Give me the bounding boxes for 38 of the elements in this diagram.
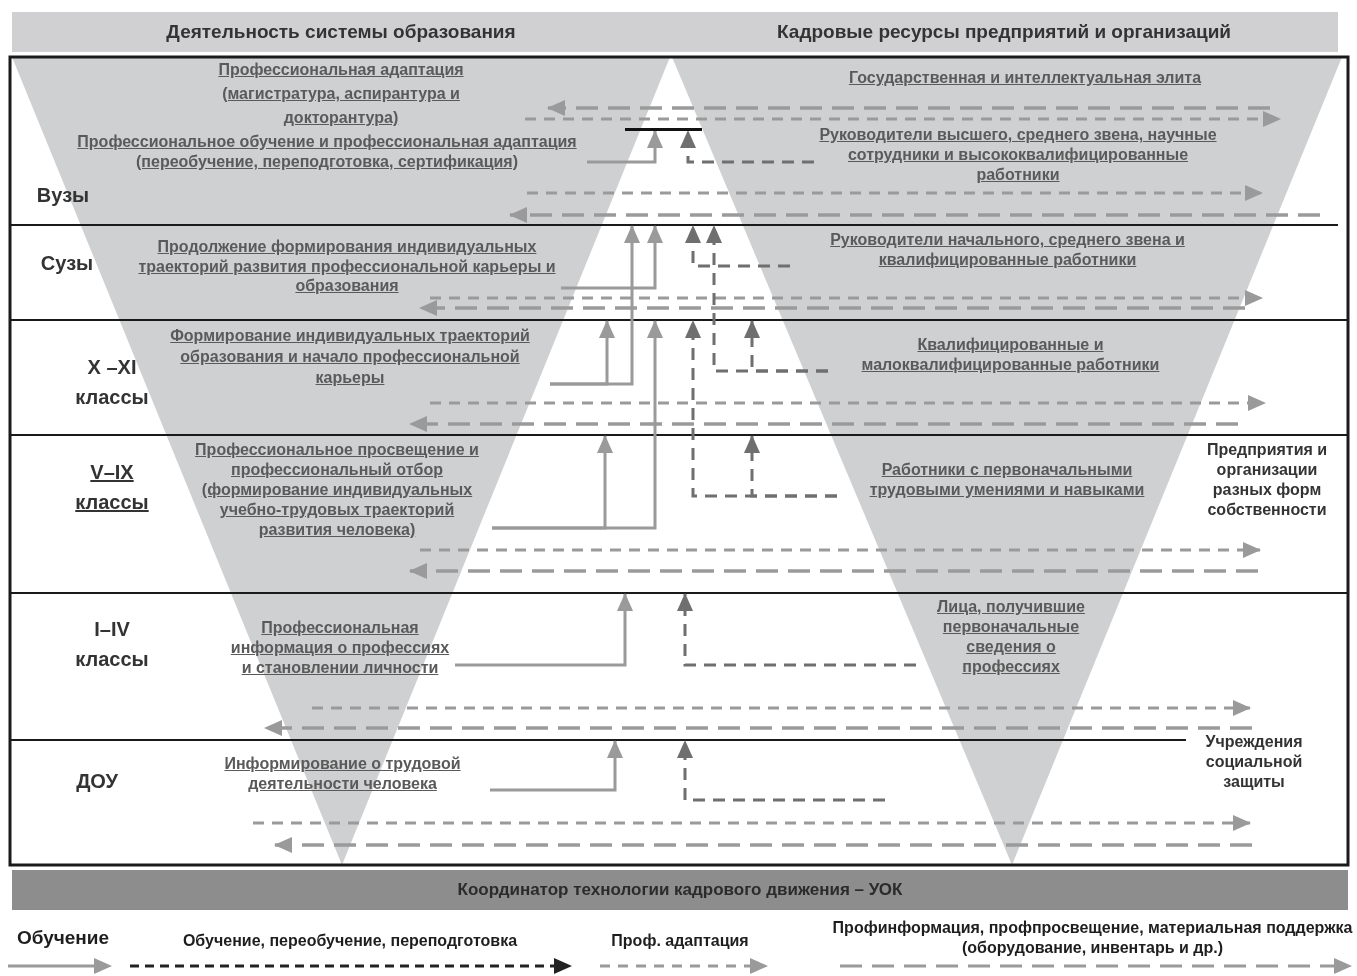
arrow — [455, 593, 633, 667]
column-header: Деятельность системы образования — [12, 12, 670, 52]
level-label: I–IV классы — [74, 617, 150, 672]
level-label: Вузы — [35, 183, 91, 208]
legend-text: Обучение — [15, 928, 111, 948]
arrow — [677, 593, 916, 667]
stage-text: Государственная и интеллектуальная элита — [785, 67, 1265, 89]
arrow — [685, 225, 790, 268]
level-label: ДОУ — [75, 769, 119, 794]
stage-text: Профессиональное обучение и профессиональная адаптация (переобучение, переподготовка, сертификация) — [67, 132, 587, 172]
arrow — [744, 320, 828, 373]
stage-text: Руководители начального, среднего звена и квалифицированные работники — [790, 230, 1225, 270]
arrow — [587, 130, 663, 164]
arrow — [680, 130, 814, 164]
legend-text: Проф. адаптация — [610, 931, 750, 951]
arrow — [490, 740, 623, 792]
stage-text: Информирование о трудовой деятельности человека — [195, 754, 490, 794]
stage-text: Руководители высшего, среднего звена, научные сотрудники и высококвалифицированные работники — [814, 125, 1222, 185]
stage-text: Профессиональная адаптация (магистратура, аспирантура и докторантура) — [196, 58, 486, 130]
level-label: X –XI классы — [74, 355, 150, 410]
coordinator-band: Координатор технологии кадрового движения – УОК — [12, 870, 1348, 910]
stage-text: Профессиональная информация о профессиях и становлении личности — [225, 618, 455, 678]
arrow — [561, 225, 663, 290]
legend-text: Профинформация, профпросвещение, материальная поддержка (оборудование, инвентарь и др.) — [831, 918, 1354, 958]
stage-text: Лица, получившие первоначальные сведения о профессиях — [916, 597, 1106, 677]
level-label: V–IX классы — [74, 460, 150, 515]
divider-bar — [625, 128, 702, 131]
stage-text: Квалифицированные и малоквалифицированные работники — [828, 335, 1193, 375]
arrow — [492, 320, 663, 530]
level-label: Сузы — [39, 251, 95, 276]
stage-text: Работники с первоначальными трудовыми умениями и навыками — [837, 460, 1177, 500]
legend-text: Обучение, переобучение, переподготовка — [181, 931, 519, 951]
arrow — [550, 320, 615, 386]
stage-text: Формирование индивидуальных траекторий образования и начало профессиональной карьеры — [150, 325, 550, 388]
column-header: Кадровые ресурсы предприятий и организаций — [670, 12, 1338, 52]
stage-text: Продолжение формирования индивидуальных траекторий развития профессиональной карьеры и образования — [133, 237, 561, 296]
stage-text: Профессиональное просвещение и профессиональный отбор (формирование индивидуальных учебно-трудовых траекторий развития человека) — [182, 440, 492, 540]
arrow — [744, 435, 837, 498]
